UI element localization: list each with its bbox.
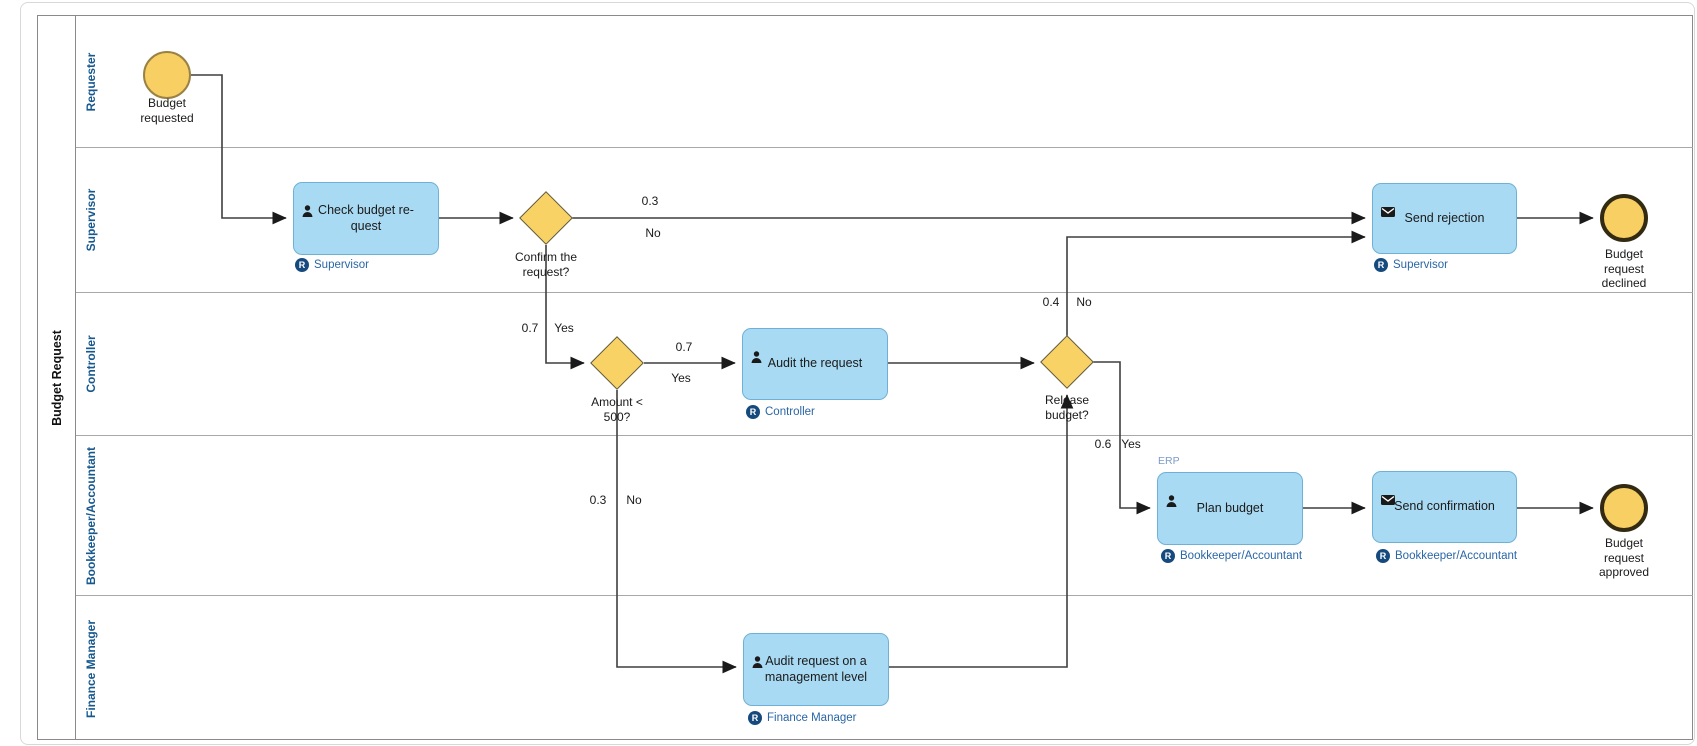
system-annotation: ERP xyxy=(1158,455,1180,467)
role-assignment: R Bookkeeper/Accountant xyxy=(1376,549,1517,563)
envelope-icon xyxy=(1381,478,1395,509)
role-name: Finance Manager xyxy=(767,712,857,724)
flow-release-no-to-rejection xyxy=(1066,230,1366,336)
end-event-budget-declined[interactable] xyxy=(1600,194,1648,242)
flow-amount-no-to-audit-mgmt xyxy=(616,390,737,674)
edge-label-probability: 0.4 xyxy=(1042,295,1060,309)
gateway-label: Amount < 500? xyxy=(591,395,643,424)
edge-label-answer: No xyxy=(626,493,642,507)
edge-label-answer: No xyxy=(1076,295,1092,309)
task-label: Send confirmation xyxy=(1394,499,1495,514)
user-icon xyxy=(1166,479,1177,512)
role-name: Bookkeeper/Accountant xyxy=(1180,550,1303,562)
role-name: Supervisor xyxy=(314,259,369,271)
lane-supervisor: Supervisor xyxy=(76,148,1693,293)
task-audit-the-request[interactable]: Audit the request xyxy=(742,328,888,400)
task-audit-management-level[interactable]: Audit request on a management level xyxy=(743,633,889,706)
role-assignment: R Supervisor xyxy=(1374,258,1448,272)
task-plan-budget[interactable]: Plan budget xyxy=(1157,472,1303,545)
role-badge-icon: R xyxy=(1161,549,1175,563)
role-badge-icon: R xyxy=(746,405,760,419)
lane-bookkeeper: Bookkeeper/Accountant xyxy=(76,436,1693,596)
gateway-label: Confirm the request? xyxy=(514,250,578,279)
edge-label-answer: No xyxy=(645,226,661,240)
task-send-confirmation[interactable]: Send confirmation xyxy=(1372,471,1517,543)
task-label: Check budget re- quest xyxy=(318,202,414,233)
task-label: Audit request on a management level xyxy=(764,653,868,684)
edge-label-probability: 0.3 xyxy=(641,194,659,208)
role-badge-icon: R xyxy=(748,711,762,725)
role-assignment: R Bookkeeper/Accountant xyxy=(1161,549,1302,563)
role-name: Supervisor xyxy=(1393,259,1448,271)
lanes-container: Requester Supervisor Controller Bookkeep… xyxy=(76,16,1693,739)
end-event-label: Budget request approved xyxy=(1598,536,1650,580)
role-badge-icon: R xyxy=(1376,549,1390,563)
user-icon xyxy=(751,335,762,368)
flow-audit-mgmt-to-release xyxy=(888,394,1074,668)
end-event-budget-approved[interactable] xyxy=(1600,484,1648,532)
edge-label-answer: Yes xyxy=(1121,437,1141,451)
edge-label-probability: 0.7 xyxy=(675,340,693,354)
role-assignment: R Controller xyxy=(746,405,815,419)
role-assignment: R Supervisor xyxy=(295,258,369,272)
end-event-label: Budget request declined xyxy=(1601,247,1647,291)
task-label: Send rejection xyxy=(1404,210,1485,225)
task-check-budget-request[interactable]: Check budget re- quest xyxy=(293,182,439,255)
user-icon xyxy=(302,189,313,222)
lane-controller: Controller xyxy=(76,293,1693,436)
task-label: Plan budget xyxy=(1196,500,1264,515)
user-icon xyxy=(752,640,763,673)
role-name: Bookkeeper/Accountant xyxy=(1395,550,1518,562)
start-event-label: Budget requested xyxy=(140,96,194,125)
pool-label-strip: Budget Request xyxy=(38,16,76,739)
viewer-frame xyxy=(20,2,1695,745)
role-badge-icon: R xyxy=(1374,258,1388,272)
edge-label-probability: 0.6 xyxy=(1094,437,1112,451)
lane-requester: Requester xyxy=(76,16,1693,148)
flow-confirm-yes-to-amount xyxy=(545,245,585,370)
task-send-rejection[interactable]: Send rejection xyxy=(1372,183,1517,254)
role-badge-icon: R xyxy=(295,258,309,272)
role-assignment: R Finance Manager xyxy=(748,711,857,725)
role-name: Controller xyxy=(765,406,815,418)
task-label: Audit the request xyxy=(767,356,863,371)
edge-label-answer: Yes xyxy=(554,321,574,335)
edge-label-answer: Yes xyxy=(671,371,691,385)
pool-budget-request: Budget Request Requester Supervisor Cont… xyxy=(37,15,1693,740)
envelope-icon xyxy=(1381,190,1395,221)
flow-release-yes-to-plan xyxy=(1093,361,1151,515)
edge-label-probability: 0.3 xyxy=(589,493,607,507)
edge-label-probability: 0.7 xyxy=(521,321,539,335)
start-event-budget-requested[interactable] xyxy=(143,51,191,99)
flow-start-to-check xyxy=(191,74,287,225)
gateway-label: Release budget? xyxy=(1044,393,1090,422)
